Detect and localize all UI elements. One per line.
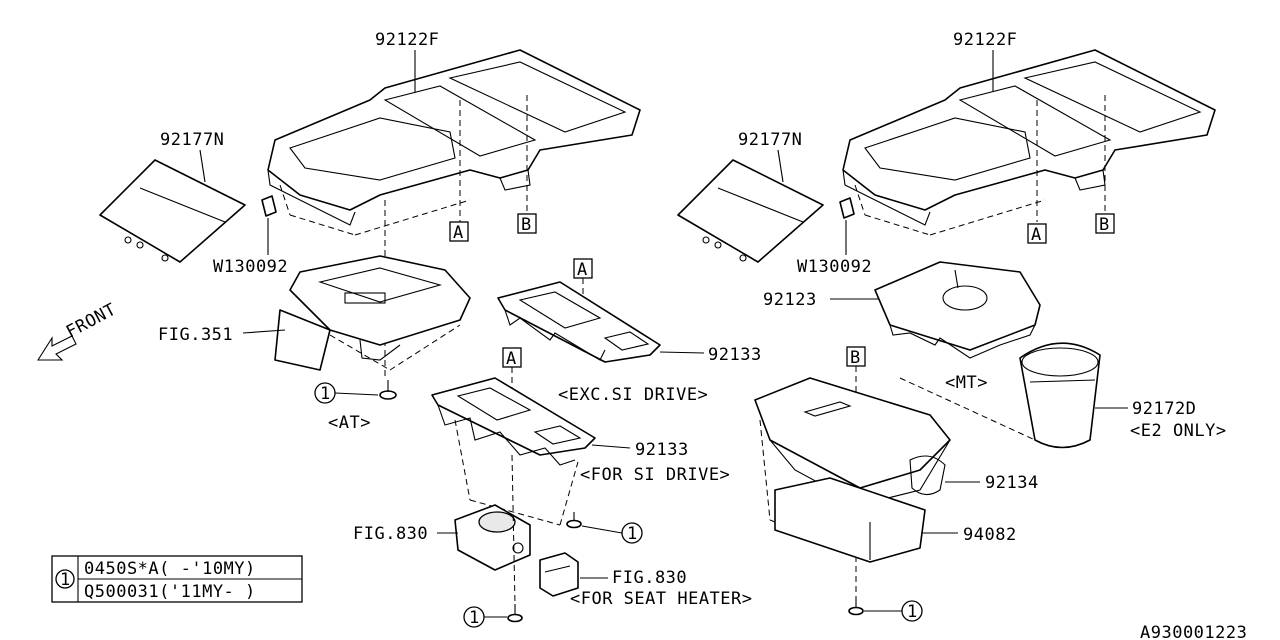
ref-box-b1 — [517, 213, 537, 234]
console-right-label: 92122F — [953, 30, 1017, 50]
ref-box-a1 — [449, 221, 469, 242]
clip-left — [261, 195, 277, 217]
callout-n2-leader — [581, 525, 623, 534]
front-label: FRONT — [63, 300, 120, 343]
ref-a3: A — [506, 349, 517, 369]
console-panel-left — [267, 49, 641, 236]
mat-right-leader — [777, 149, 784, 183]
callout-n3: 1 — [469, 608, 480, 628]
ref-b1: B — [521, 215, 532, 235]
panel-exc-label: 92133 — [708, 345, 762, 365]
console-panel-right — [842, 49, 1216, 236]
legend-row2: Q500031('11MY- ) — [84, 582, 256, 602]
legend-row1: 0450S*A( -'10MY) — [84, 559, 256, 579]
screw-tray — [848, 598, 864, 616]
shift-boot — [874, 261, 1041, 359]
fig830-a-label: FIG.830 — [353, 524, 428, 544]
ref-b2: B — [850, 348, 861, 368]
rubber-pad — [774, 477, 926, 563]
panel-si — [431, 377, 596, 526]
front-arrow-icon — [36, 335, 77, 361]
clip-left-label: W130092 — [213, 257, 288, 277]
exc-si-label: <EXC.SI DRIVE> — [558, 385, 708, 405]
callout-n1: 1 — [320, 384, 331, 404]
console-left-label: 92122F — [375, 30, 439, 50]
ref-box-b5 — [1095, 213, 1115, 234]
switch-si-drive — [454, 504, 531, 571]
mat-right — [677, 159, 824, 263]
panel-si-leader — [591, 444, 631, 449]
at-label: <AT> — [328, 413, 371, 433]
fig830-b-label: FIG.830 — [612, 568, 687, 588]
ref-a6: A — [1031, 225, 1042, 245]
screw-at — [379, 380, 397, 400]
callout-n1-leader — [334, 392, 379, 396]
mat-left — [99, 159, 246, 263]
legend-table — [51, 555, 303, 603]
tray-label: 92134 — [985, 473, 1039, 493]
mat-right-label: 92177N — [738, 130, 802, 150]
boot-label: 92123 — [763, 290, 817, 310]
shifter-assembly — [274, 255, 471, 371]
for-si-label: <FOR SI DRIVE> — [580, 465, 730, 485]
fig351-label: FIG.351 — [158, 325, 233, 345]
callout-n2: 1 — [627, 524, 638, 544]
callout-n4: 1 — [907, 602, 918, 622]
pad-label: 94082 — [963, 525, 1017, 545]
e2-only-label: <E2 ONLY> — [1130, 421, 1227, 441]
switch-seat-heater — [539, 552, 579, 597]
mat-left-leader — [199, 149, 206, 183]
cup-holder — [1019, 342, 1101, 449]
screw-si — [566, 512, 582, 529]
fig351-leader — [242, 329, 286, 334]
clip-right — [839, 197, 855, 219]
ref-b5: B — [1099, 215, 1110, 235]
drawing-number: A930001223 — [1140, 623, 1247, 640]
seat-heater-label: <FOR SEAT HEATER> — [570, 589, 753, 609]
mt-label: <MT> — [945, 373, 988, 393]
panel-exc-leader — [659, 351, 705, 354]
cupholder-label: 92172D — [1132, 399, 1196, 419]
screw-switch — [507, 604, 523, 623]
panel-exc-si — [497, 281, 661, 363]
legend-key: 1 — [60, 570, 71, 590]
ref-a2: A — [577, 260, 588, 280]
mat-left-label: 92177N — [160, 130, 224, 150]
panel-si-label: 92133 — [635, 440, 689, 460]
clip-right-label: W130092 — [797, 257, 872, 277]
ref-a1: A — [453, 223, 464, 243]
si-axis-line — [511, 454, 516, 606]
ref-box-a6 — [1027, 223, 1047, 244]
